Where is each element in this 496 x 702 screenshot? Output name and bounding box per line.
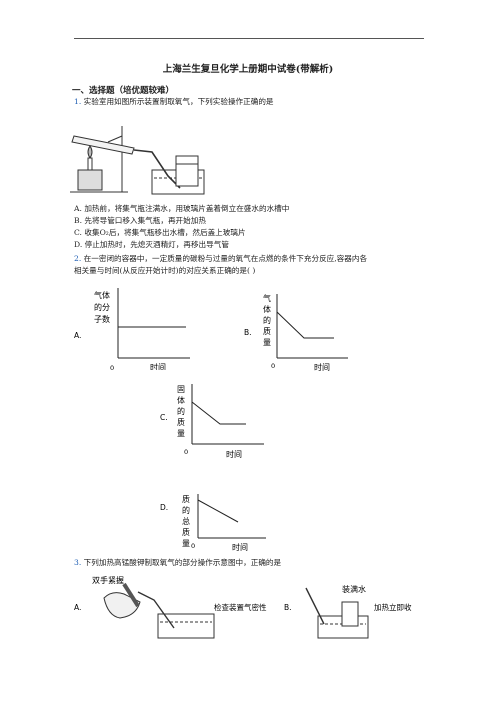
graph-c-ylabel-4: 质 [177, 417, 185, 427]
delivery-tube-b [305, 587, 325, 625]
graph-a-xlabel: 时间 [150, 362, 166, 370]
graph-c-origin: 0 [184, 448, 188, 456]
page-title: 上海兰生复旦化学上册期中试卷(带解析) [162, 64, 334, 75]
q3-a-letter: A. [74, 603, 81, 612]
q3-option-a-figure: A. 双手紧握 检查装置气密性 [74, 575, 267, 639]
q1-stem: 1. 实验室用如图所示装置制取氧气，下列实验操作正确的是 [74, 97, 274, 107]
lamp-flame [87, 145, 93, 159]
collecting-bottle-b [341, 601, 359, 627]
stand-clamp [107, 135, 123, 143]
graph-d-ylabel-4: 总 [182, 516, 190, 526]
q2-graph-b: B. 气 体 的 质 量 0 时间 [244, 293, 348, 372]
graph-b-ylabel-1: 气 [263, 293, 271, 303]
graph-d-origin: 0 [191, 542, 195, 550]
section-heading: 一、选择题（培优题较难） [72, 86, 175, 96]
beaker-a [157, 613, 215, 639]
q3-b-letter: B. [284, 603, 292, 612]
q3-option-b-figure: B. 装满水 加热立即收 [284, 584, 412, 639]
graph-c-ylabel-1: 固 [177, 385, 185, 394]
graph-a-ylabel-1: 气体 [94, 290, 110, 300]
graph-a-letter: A. [74, 331, 81, 340]
q2-graph-a: A. 气体 的分 子数 0 时间 [74, 288, 190, 370]
q3-a-callout: 双手紧握 [92, 575, 124, 585]
graph-d-curve [197, 499, 239, 523]
graph-d-ylabel-2: 质 [182, 494, 190, 504]
q1-option-d: D. 停止加热时，先熄灭酒精灯，再移出导气管 [74, 240, 229, 249]
q2-stem-line1: 2. 在一密闭的容器中，一定质量的碳粉与过量的氧气在点燃的条件下充分反应,容器内… [74, 254, 368, 263]
graph-d-ylabel-6: 量 [182, 539, 190, 548]
q1-stem-text: 实验室用如图所示装置制取氧气，下列实验操作正确的是 [83, 97, 274, 106]
graph-a-origin: 0 [110, 364, 114, 370]
q1-option-b: B. 先将导管口移入集气瓶，再开始加热 [74, 216, 206, 225]
q1-option-c: C. 收集O₂后，将集气瓶移出水槽，然后盖上玻璃片 [74, 228, 246, 237]
alcohol-lamp [77, 169, 103, 191]
q3-b-callout: 装满水 [342, 584, 366, 594]
test-tube [71, 135, 135, 155]
collecting-bottle [175, 155, 199, 187]
graph-c-ylabel-5: 量 [177, 429, 185, 438]
graph-d-ylabel-3: 的 [182, 505, 190, 515]
q2-graph-d: D. 物 质 的 总 质 量 0 时间 [160, 494, 266, 552]
header-rule [74, 38, 424, 39]
q1-option-a: A. 加热前，将集气瓶注满水，用玻璃片盖着倒立在盛水的水槽中 [74, 204, 290, 213]
q2-stem-line2: 相关量与时间(从反应开始计时)的对应关系正确的是( ) [74, 266, 256, 275]
q2-number: 2. [74, 254, 82, 263]
graph-d-letter: D. [160, 503, 168, 512]
delivery-tube-a [137, 591, 175, 629]
graph-c-ylabel-3: 的 [177, 406, 185, 416]
graph-c-curve [191, 401, 246, 425]
graph-c-xlabel: 时间 [226, 449, 242, 459]
delivery-tube [133, 149, 181, 189]
graph-c-letter: C. [160, 413, 168, 422]
q3-number: 3. [74, 558, 82, 567]
graph-b-ylabel-3: 的 [263, 315, 271, 325]
q2-graph-c: C. 固 体 的 质 量 0 时间 [160, 384, 264, 459]
q3-stem: 3. 下列加热高锰酸钾制取氧气的部分操作示意图中，正确的是 [74, 558, 282, 567]
graph-b-origin: 0 [271, 362, 275, 370]
graph-b-ylabel-2: 体 [263, 304, 271, 314]
graph-c-ylabel-2: 体 [177, 395, 185, 405]
graph-b-letter: B. [244, 328, 252, 337]
hand-icon [103, 592, 141, 619]
graph-b-ylabel-5: 量 [263, 338, 271, 347]
graph-b-xlabel: 时间 [314, 362, 330, 372]
oxygen-apparatus-figure [70, 126, 205, 195]
q3-b-caption: 加热立即收 [374, 602, 412, 612]
graph-a-ylabel-3: 子数 [94, 314, 110, 324]
graph-a-ylabel-2: 的分 [94, 302, 110, 312]
test-tube-a [122, 582, 140, 608]
lamp-wick [87, 157, 93, 170]
graph-d-xlabel: 时间 [232, 542, 248, 552]
q1-number: 1. [74, 97, 82, 106]
graph-d-ylabel-5: 质 [182, 527, 190, 537]
graph-b-ylabel-4: 质 [263, 326, 271, 336]
graph-b-curve [276, 311, 334, 339]
q3-a-caption: 检查装置气密性 [214, 602, 267, 612]
